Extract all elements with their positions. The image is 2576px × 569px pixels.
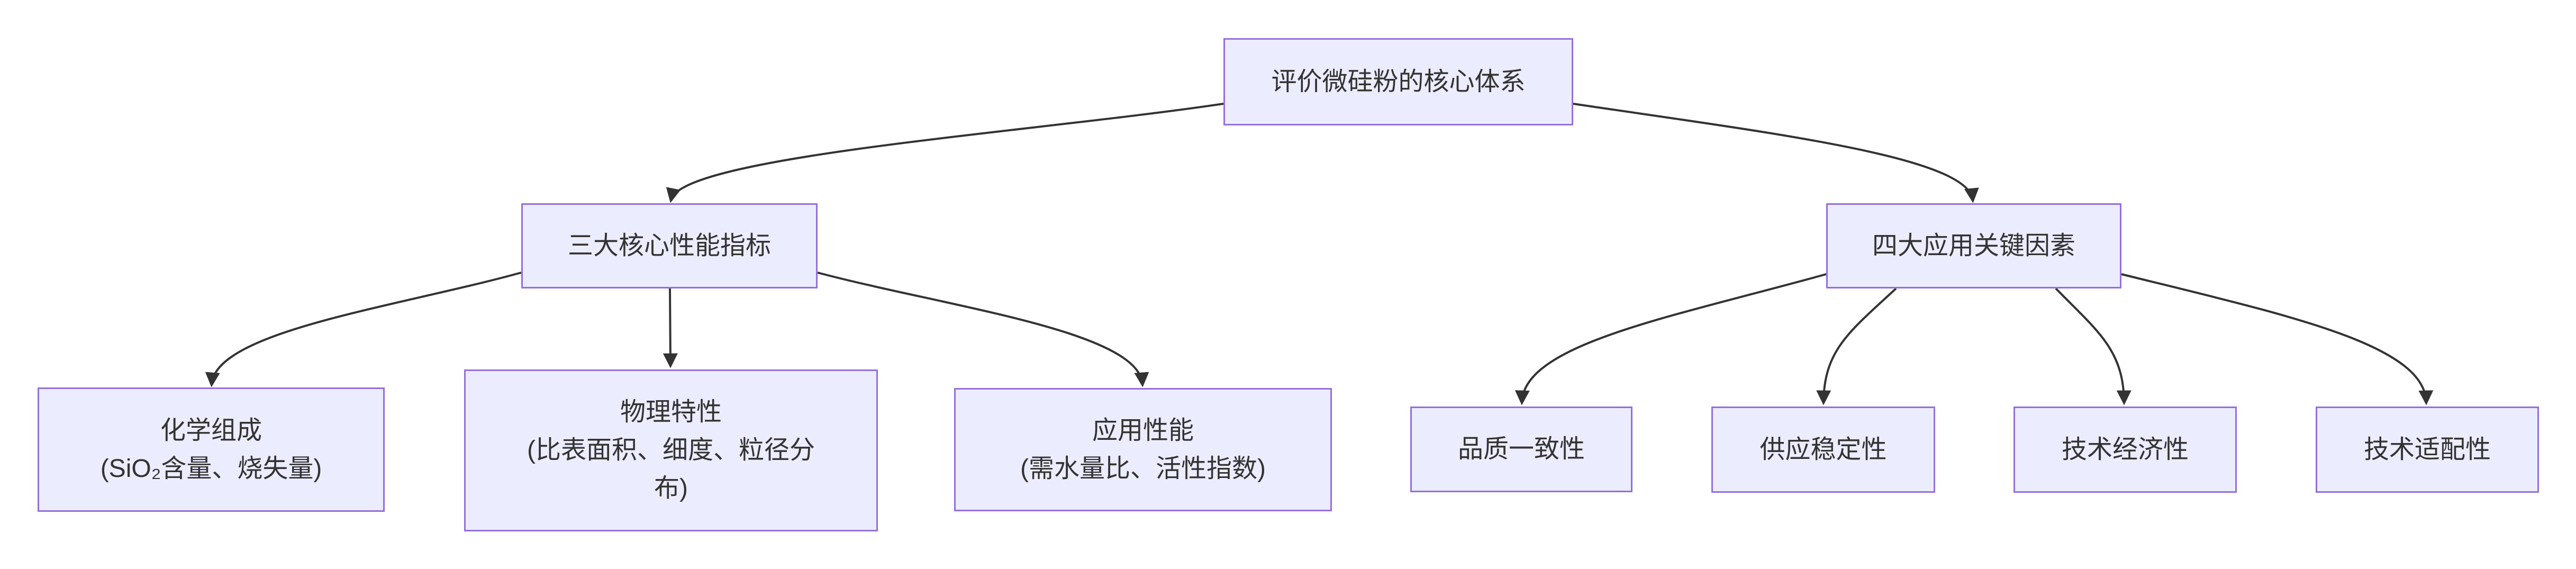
node-root-evaluation-system: 评价微硅粉的核心体系 [1223,38,1573,125]
edge-app-to-quality [1514,273,1827,405]
node-appperf-label: 应用性能 (需水量比、活性指数) [1020,416,1266,483]
edge-root-to-app [1573,103,1979,203]
node-technical-compatibility: 技术适配性 [2316,407,2539,493]
node-core-performance-indicators: 三大核心性能指标 [521,203,818,288]
node-application-performance: 应用性能 (需水量比、活性指数) [954,388,1332,511]
node-application-key-factors: 四大应用关键因素 [1826,203,2121,288]
node-app-label: 四大应用关键因素 [1872,231,2075,260]
edge-app-to-supply [1816,287,1897,405]
node-supply-label: 供应稳定性 [1759,435,1887,464]
edge-perf-to-chem [205,272,522,387]
node-chemical-composition: 化学组成 (SiO₂含量、烧失量) [38,387,385,512]
node-technical-economy: 技术经济性 [2013,407,2237,493]
node-chem-label: 化学组成 (SiO₂含量、烧失量) [100,416,322,483]
node-supply-stability: 供应稳定性 [1711,407,1935,493]
edge-root-to-perf [666,103,1224,203]
node-physical-properties: 物理特性 (比表面积、细度、粒径分 布) [464,369,878,531]
node-quality-consistency: 品质一致性 [1410,407,1632,492]
edge-app-to-compat [2121,273,2434,405]
node-phys-label: 物理特性 (比表面积、细度、粒径分 布) [527,398,815,502]
node-quality-label: 品质一致性 [1457,435,1585,463]
edge-app-to-econ [2055,287,2131,405]
edge-perf-to-appperf [817,272,1149,387]
node-compat-label: 技术适配性 [2363,435,2491,464]
node-econ-label: 技术经济性 [2061,435,2189,464]
node-root-label: 评价微硅粉的核心体系 [1271,67,1526,96]
node-perf-label: 三大核心性能指标 [567,231,771,260]
